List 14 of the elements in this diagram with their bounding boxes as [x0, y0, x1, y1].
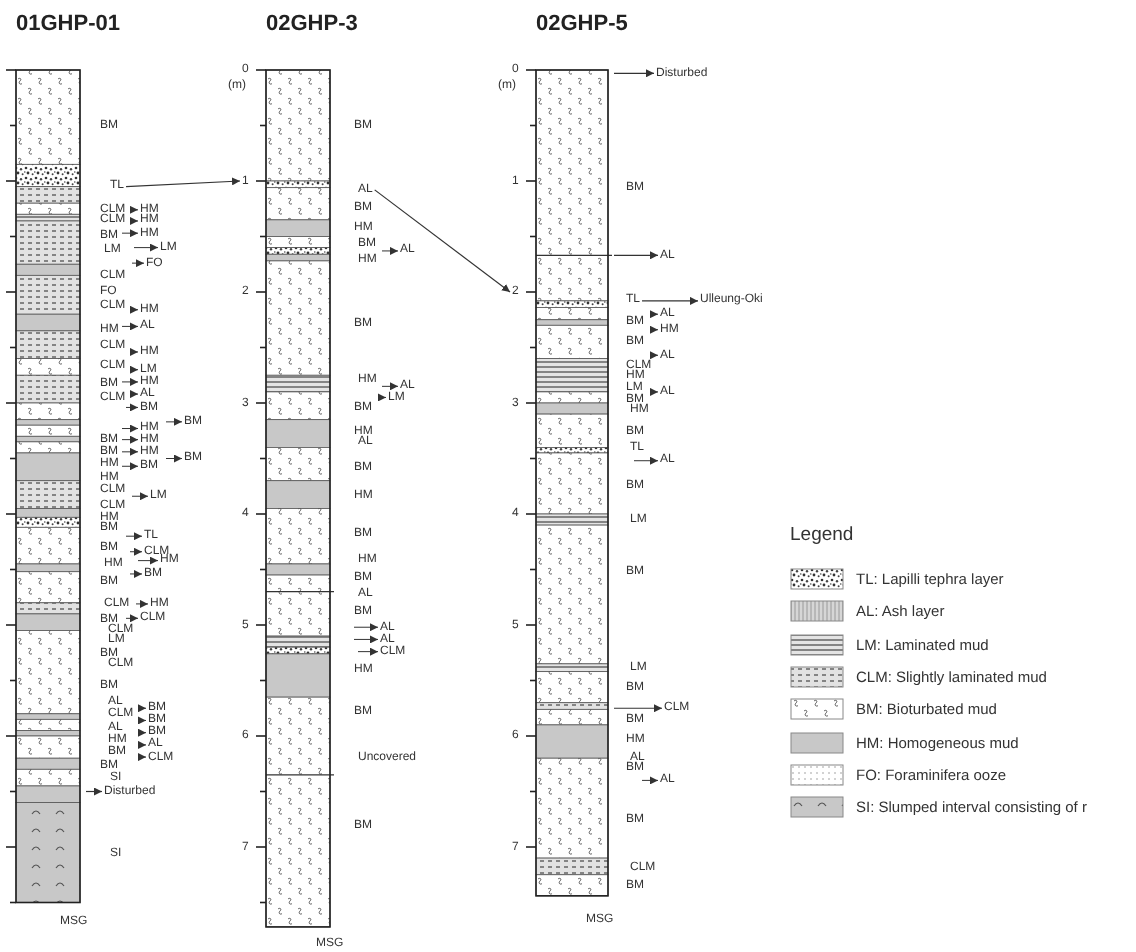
- core-log-column: [4, 66, 84, 907]
- arrow: [641, 296, 699, 305]
- arrow: [125, 177, 241, 188]
- arrow: [613, 251, 659, 260]
- core-log-column: [254, 66, 334, 931]
- core-name-heading: 02GHP-5: [536, 12, 628, 36]
- arrow: [613, 69, 655, 78]
- core-log-column: [524, 66, 612, 900]
- legend-heading: Legend: [790, 524, 854, 546]
- core-name-heading: 02GHP-3: [266, 12, 358, 36]
- arrow: [613, 704, 663, 713]
- core-name-heading: 01GHP-01: [16, 12, 120, 36]
- arrow: [374, 189, 511, 293]
- arrow: [85, 787, 103, 796]
